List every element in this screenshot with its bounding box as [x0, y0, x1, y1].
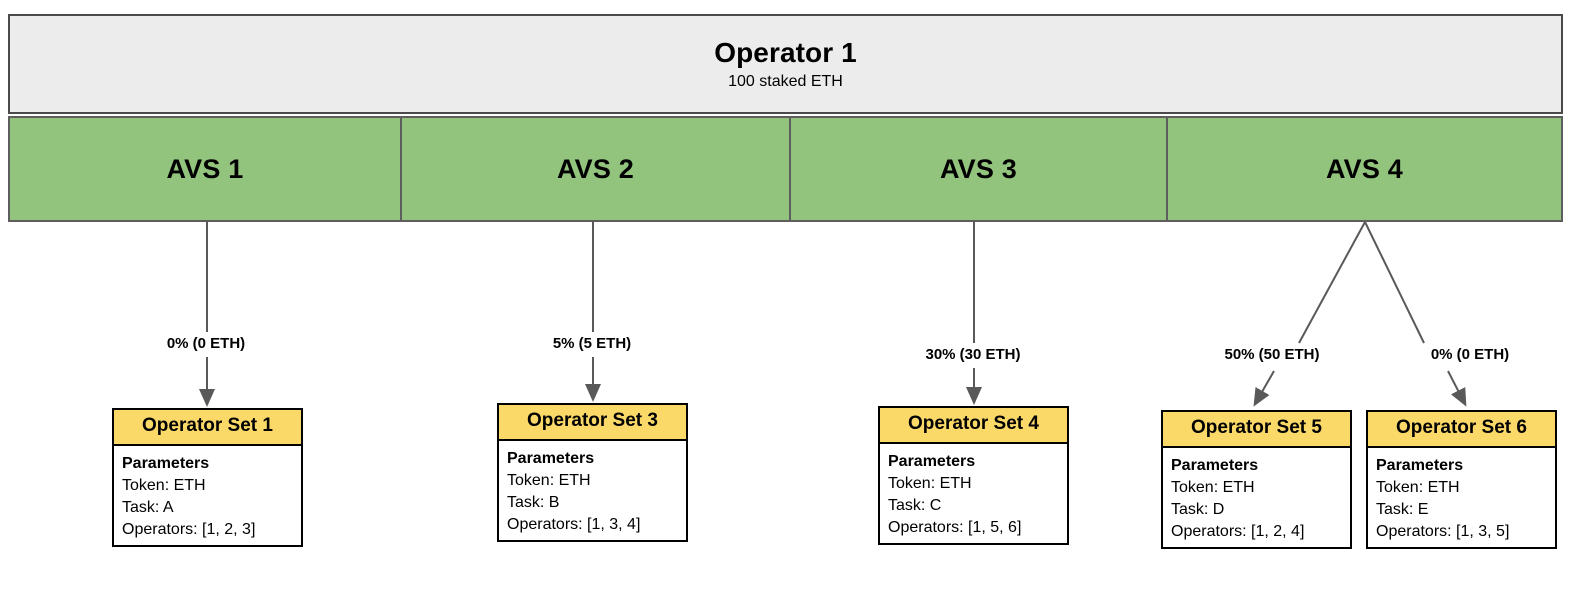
edge-avs4-opset6-upper	[1364, 221, 1425, 344]
param-task: Task: A	[122, 499, 174, 517]
avs-label: AVS 2	[556, 153, 635, 184]
avs-cell-1[interactable]: AVS 1	[10, 118, 402, 220]
operator-set-title: Operator Set 4	[880, 408, 1067, 444]
param-operators: Operators: [1, 3, 5]	[1376, 523, 1510, 541]
allocation-label: 30% (30 ETH)	[922, 346, 1024, 364]
avs-label: AVS 3	[939, 153, 1018, 184]
param-token: Token: ETH	[122, 476, 206, 494]
param-token: Token: ETH	[888, 474, 972, 492]
avs-band: AVS 1 AVS 2 AVS 3 AVS 4	[8, 116, 1563, 222]
avs-cell-4[interactable]: AVS 4	[1168, 118, 1561, 220]
params-heading: Parameters	[507, 449, 595, 467]
param-token: Token: ETH	[507, 471, 591, 489]
param-task: Task: B	[507, 494, 560, 512]
param-operators: Operators: [1, 3, 4]	[507, 516, 641, 534]
param-task: Task: E	[1376, 501, 1429, 519]
param-task: Task: D	[1171, 501, 1225, 519]
param-task: Task: C	[888, 497, 942, 515]
operator-set-title: Operator Set 6	[1368, 412, 1555, 448]
operator-stake: 100 staked ETH	[728, 73, 843, 90]
allocation-label: 0% (0 ETH)	[1427, 346, 1513, 364]
avs-cell-2[interactable]: AVS 2	[402, 118, 791, 220]
operator-header-box: Operator 1 100 staked ETH	[8, 14, 1563, 114]
operator-set-title: Operator Set 1	[114, 410, 301, 446]
params-heading: Parameters	[122, 454, 210, 472]
param-operators: Operators: [1, 2, 3]	[122, 521, 256, 539]
param-token: Token: ETH	[1376, 478, 1460, 496]
avs-label: AVS 1	[166, 153, 244, 184]
param-operators: Operators: [1, 5, 6]	[888, 519, 1022, 537]
edge-avs4-opset5-upper	[1298, 221, 1366, 344]
avs-cell-3[interactable]: AVS 3	[791, 118, 1168, 220]
operator-set-title: Operator Set 3	[499, 405, 686, 441]
edge-avs4-opset6-lower	[1447, 370, 1467, 407]
allocation-label: 5% (5 ETH)	[549, 335, 635, 353]
allocation-label: 50% (50 ETH)	[1221, 346, 1323, 364]
params-heading: Parameters	[1171, 456, 1259, 474]
param-token: Token: ETH	[1171, 478, 1255, 496]
allocation-label: 0% (0 ETH)	[163, 335, 249, 353]
param-operators: Operators: [1, 2, 4]	[1171, 523, 1305, 541]
edge-avs4-opset5-lower	[1253, 370, 1275, 407]
operator-name: Operator 1	[714, 36, 857, 68]
params-heading: Parameters	[1376, 456, 1464, 474]
operator-set-title: Operator Set 5	[1163, 412, 1350, 448]
avs-label: AVS 4	[1325, 153, 1404, 184]
params-heading: Parameters	[888, 452, 976, 470]
